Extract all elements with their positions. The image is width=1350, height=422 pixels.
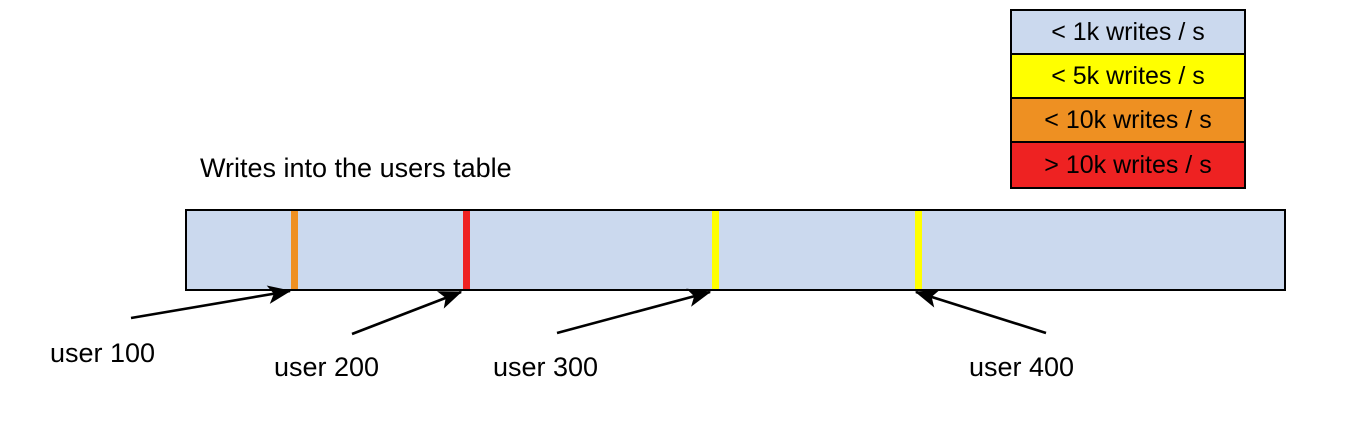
users-table-bar <box>185 209 1286 291</box>
legend-row-under-10k: < 10k writes / s <box>1012 99 1244 143</box>
legend-row-under-1k: < 1k writes / s <box>1012 11 1244 55</box>
legend-label-under-5k: < 5k writes / s <box>1051 61 1205 90</box>
legend-label-over-10k: > 10k writes / s <box>1044 150 1212 179</box>
bar-marker-user-300 <box>712 211 719 289</box>
diagram-caption: Writes into the users table <box>200 153 512 183</box>
bar-marker-user-200 <box>463 211 470 289</box>
user-label-200: user 200 <box>274 352 380 382</box>
arrow-user-400 <box>914 289 1047 335</box>
arrow-user-200 <box>351 290 463 336</box>
bar-marker-user-400 <box>915 211 922 289</box>
arrow-user-100 <box>130 285 292 320</box>
legend: < 1k writes / s < 5k writes / s < 10k wr… <box>1010 9 1246 189</box>
user-label-100: user 100 <box>50 338 156 368</box>
arrow-user-300 <box>556 288 712 335</box>
legend-label-under-1k: < 1k writes / s <box>1051 17 1205 46</box>
user-label-300: user 300 <box>493 352 599 382</box>
bar-marker-user-100 <box>291 211 298 289</box>
legend-row-under-5k: < 5k writes / s <box>1012 55 1244 99</box>
legend-row-over-10k: > 10k writes / s <box>1012 143 1244 187</box>
user-label-400: user 400 <box>969 352 1075 382</box>
legend-label-under-10k: < 10k writes / s <box>1044 105 1212 134</box>
